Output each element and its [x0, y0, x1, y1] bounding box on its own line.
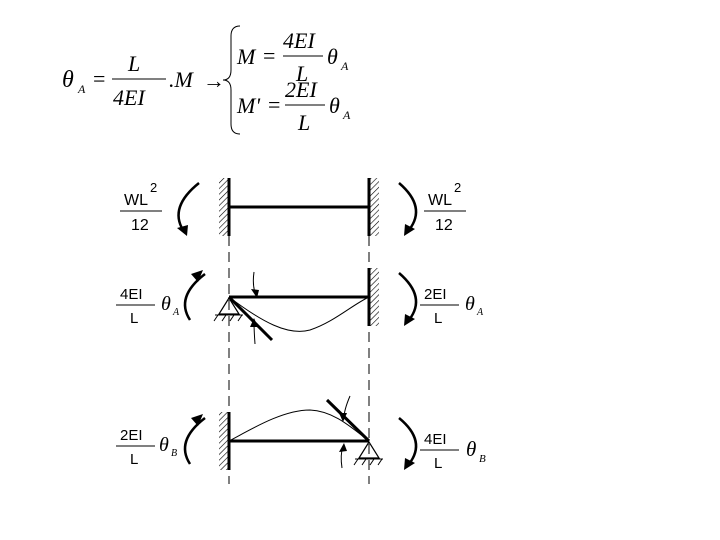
- eq-dot-m: .M: [169, 67, 195, 92]
- eq-arrow: →: [203, 68, 225, 93]
- case3-left-theta-sub: B: [171, 448, 177, 459]
- case2-rotated-tangent: [227, 295, 274, 342]
- case3-right-den: L: [434, 455, 442, 472]
- case2-pin-hatch-4: [237, 314, 243, 322]
- case3-left-moment-arrow: [183, 417, 206, 465]
- case1-fixed-end-moments: WL 2 12 WL 2 12: [120, 178, 466, 236]
- eq-m-prime: M': [236, 93, 260, 118]
- eq-equals-2: =: [263, 43, 275, 68]
- case2-right-theta-sub: A: [476, 307, 484, 318]
- case2-deflected-shape: [228, 296, 370, 332]
- case1-right-moment-arrow: [398, 182, 418, 231]
- case3-right-moment-arrow: [398, 417, 418, 465]
- case2-angle-arrow-top: [251, 289, 259, 298]
- case1-right-den: 12: [435, 217, 453, 234]
- eq-theta-a: θ: [62, 67, 74, 93]
- case2-left-moment-arrow: [183, 273, 206, 321]
- eq-m: M: [236, 44, 257, 69]
- eq-equals-3: =: [268, 92, 280, 117]
- case2-right-wall-hatch: [370, 268, 379, 326]
- eq-m-frac-den: L: [295, 61, 308, 86]
- case2-pin-support-icon: [217, 296, 241, 315]
- case2-left-theta-sub: A: [172, 307, 180, 318]
- case3-left-theta: θ: [159, 434, 169, 456]
- case1-right-arrow-head: [404, 224, 415, 236]
- case3-left-num: 2EI: [120, 427, 143, 444]
- case2-left-num: 4EI: [120, 286, 143, 303]
- rotation-equation: θ A = L 4EI .M → M = 4EI L θ A M' = 2EI …: [62, 25, 351, 135]
- case1-left-den: 12: [131, 217, 149, 234]
- case2-right-den: L: [434, 310, 442, 327]
- case3-pin-support-icon: [357, 440, 381, 459]
- case3-rotation-at-b: 2EI L θ B 4EI L θ B: [116, 395, 486, 472]
- case1-right-wall-hatch: [370, 178, 379, 236]
- case3-rotated-tangent: [325, 398, 371, 443]
- case3-pin-hatch-3: [369, 458, 375, 466]
- eq-equals-1: =: [93, 66, 105, 91]
- case3-left-den: L: [130, 451, 138, 468]
- case3-pin-hatch-2: [361, 458, 367, 466]
- case3-right-num: 4EI: [424, 431, 447, 448]
- case3-pin-hatch-1: [353, 458, 359, 466]
- case3-right-theta: θ: [466, 437, 476, 461]
- case3-angle-arrow-bottom: [339, 443, 347, 452]
- case1-left-wall-hatch: [219, 178, 228, 236]
- case3-left-arrow-head: [191, 414, 203, 426]
- case3-right-theta-sub: B: [479, 453, 486, 465]
- case1-left-arrow-head: [177, 225, 188, 236]
- case2-pin-hatch-2: [221, 314, 227, 322]
- case2-left-theta: θ: [161, 293, 171, 315]
- case2-right-moment-arrow: [398, 272, 418, 321]
- case2-rotation-at-a: 4EI L θ A 2EI L θ A: [116, 268, 484, 345]
- eq-frac-num-l: L: [127, 51, 140, 76]
- eq-m-theta: θ: [327, 44, 338, 69]
- case1-right-exp: 2: [454, 180, 461, 195]
- case2-left-den: L: [130, 310, 138, 327]
- case1-left-moment-arrow: [177, 182, 200, 231]
- eq-m-frac-num: 4EI: [283, 28, 316, 53]
- eq-theta-a-sub: A: [77, 82, 86, 96]
- eq-mp-frac-den: L: [297, 110, 310, 135]
- eq-mp-theta: θ: [329, 93, 340, 118]
- eq-frac-den-4ei: 4EI: [113, 85, 146, 110]
- case2-left-arrow-head: [191, 270, 203, 282]
- case2-angle-arrow-bottom: [250, 318, 258, 327]
- case2-pin-hatch-1: [213, 314, 219, 322]
- case2-pin-hatch-3: [229, 314, 235, 322]
- case2-right-theta: θ: [465, 293, 475, 315]
- eq-m-theta-sub: A: [340, 59, 349, 73]
- case2-right-num: 2EI: [424, 286, 447, 303]
- case3-left-wall-hatch: [219, 412, 228, 470]
- case3-angle-arrow-top: [339, 413, 347, 422]
- case3-deflected-shape: [228, 409, 370, 442]
- case3-pin-hatch-4: [377, 458, 383, 466]
- case1-left-num: WL: [124, 192, 148, 209]
- eq-left-brace: [222, 25, 241, 135]
- case2-right-arrow-head: [404, 314, 415, 326]
- case3-right-arrow-head: [404, 458, 415, 470]
- eq-mp-theta-sub: A: [342, 108, 351, 122]
- eq-mp-frac-num: 2EI: [285, 77, 318, 102]
- case1-right-num: WL: [428, 192, 452, 209]
- case1-left-exp: 2: [150, 180, 157, 195]
